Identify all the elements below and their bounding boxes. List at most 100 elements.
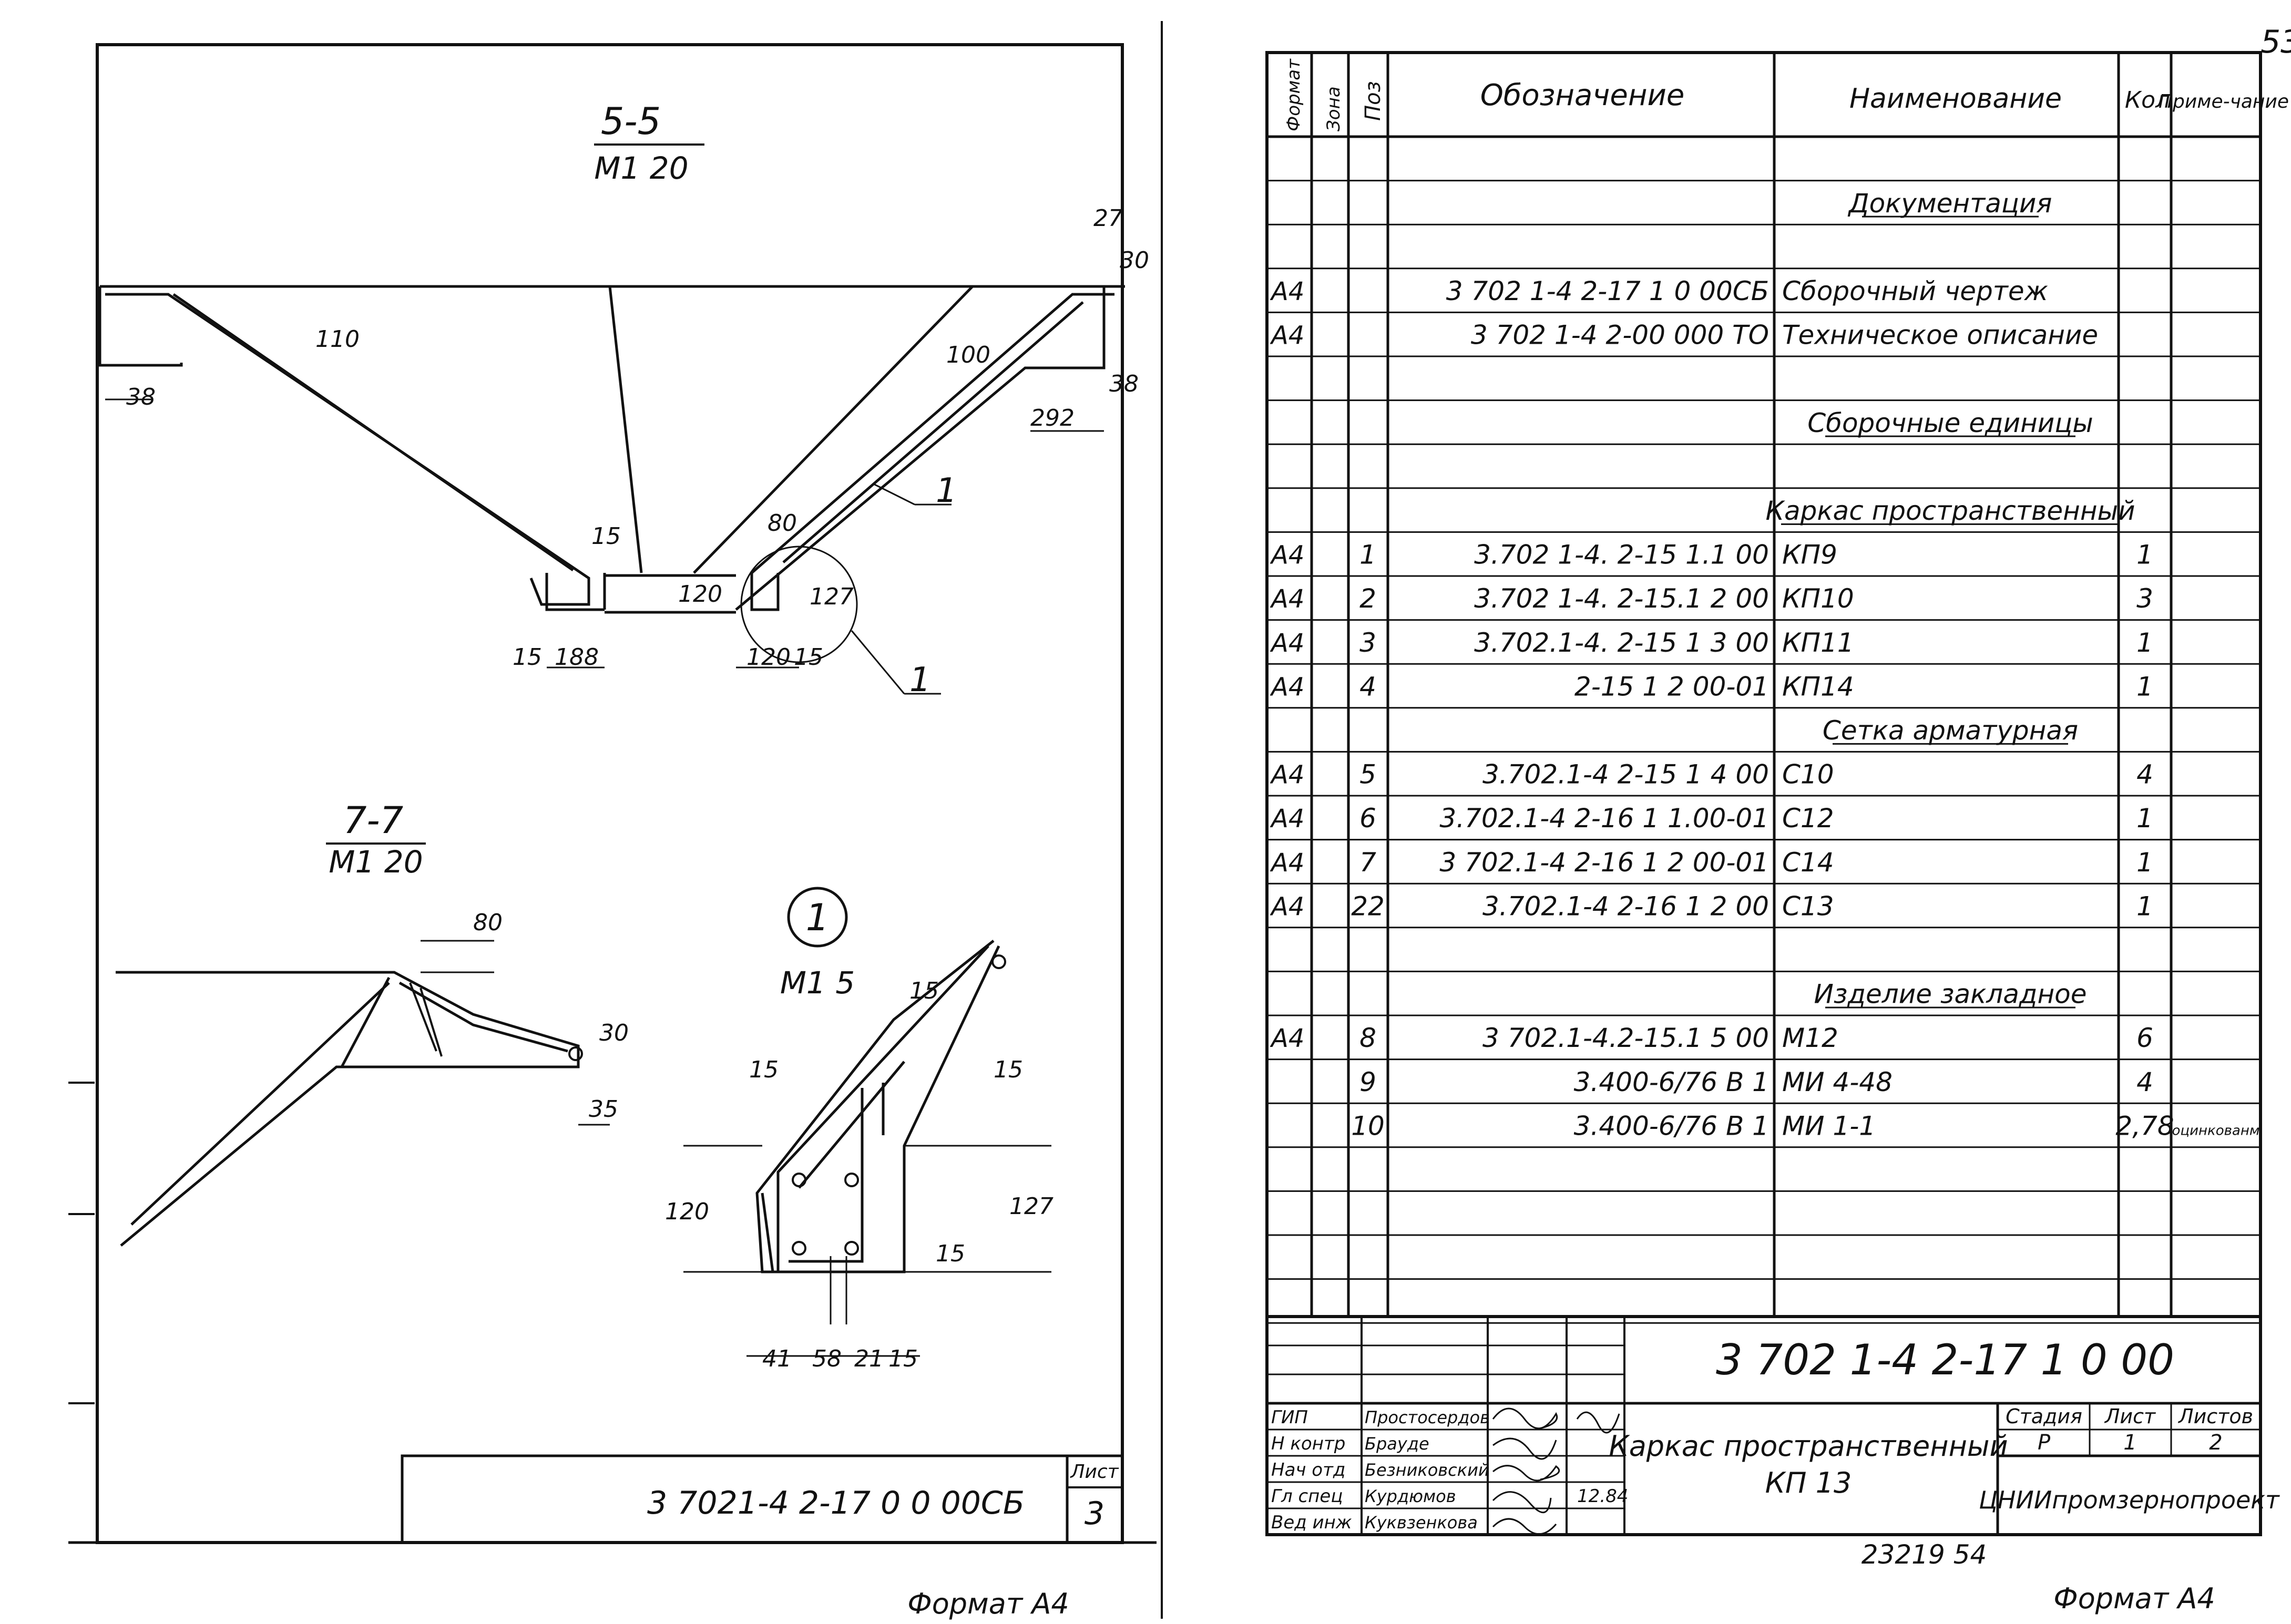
cell-name: Документация [1848,188,2052,219]
spec-header: Формат Зона Поз Обозначение Наименование… [1267,58,2289,138]
cell-qty: 2,78 [2115,1111,2174,1141]
cell-designation: 3.702.1-4. 2-15 1 3 00 [1474,628,1769,658]
stamp-stage: Р [2038,1431,2051,1455]
svg-text:127: 127 [1009,1193,1054,1220]
cell-pos: 3 [1359,628,1376,658]
svg-text:110: 110 [315,326,360,353]
svg-text:41: 41 [762,1345,792,1372]
svg-text:21: 21 [854,1345,884,1372]
cell-pos: 7 [1359,847,1376,878]
stamp-sheet: 1 [2123,1431,2136,1455]
header-format: Формат [1283,58,1304,131]
cell-pos: 6 [1359,803,1376,834]
svg-text:1: 1 [936,471,957,510]
stamp-role: Гл спец [1271,1486,1343,1507]
svg-text:120: 120 [678,581,722,608]
svg-text:80: 80 [768,510,797,537]
cell-pos: 9 [1359,1067,1376,1097]
cell-format: А4 [1270,584,1304,614]
node-1-geometry [683,940,1051,1357]
cell-designation: 2-15 1 2 00-01 [1574,671,1769,702]
svg-text:100: 100 [946,342,990,368]
title-block: 3 702 1-4 2-17 1 0 00 Каркас пространств… [1267,1315,2280,1535]
cell-format: А4 [1270,672,1304,702]
svg-text:127: 127 [810,583,854,610]
header-note: Приме-чание [2159,91,2289,112]
section-5-5-title: 5-5 [601,100,661,143]
section-7-7-geometry [116,940,610,1247]
stamp-doc-number: 3 702 1-4 2-17 1 0 00 [1716,1335,2174,1384]
section-7-7-scale: M1 20 [329,844,423,880]
svg-text:15: 15 [936,1240,965,1267]
cell-designation: 3.702.1-4 2-15 1 4 00 [1482,759,1769,790]
stamp-organization: ЦНИИпромзернопроект [1979,1486,2280,1514]
cell-qty: 6 [2136,1023,2153,1053]
stamp-title-line1: Каркас пространственный [1609,1430,2008,1463]
svg-text:15: 15 [749,1056,779,1083]
cell-designation: 3.702 1-4. 2-15.1 2 00 [1474,583,1769,614]
cell-qty: 1 [2136,847,2153,878]
stamp-sheet-label: Лист [2104,1405,2156,1428]
stamp-role: ГИП [1271,1407,1308,1428]
cell-name: КП11 [1782,628,1854,658]
svg-text:120: 120 [665,1198,709,1225]
cell-name: М12 [1782,1023,1838,1053]
svg-text:15: 15 [513,644,542,671]
svg-text:15: 15 [909,978,939,1004]
spec-column-lines [1310,53,2173,1317]
cell-name: КП10 [1782,583,1854,614]
left-title-strip: 3 7021-4 2-17 0 0 00СБ Лист 3 [401,1454,1124,1544]
svg-text:58: 58 [812,1345,842,1372]
svg-text:30: 30 [1120,247,1149,274]
cell-qty: 3 [2136,583,2153,614]
cell-note: оцинкованм [2172,1123,2260,1138]
cell-designation: 3 702 1-4 2-17 1 0 00СБ [1446,276,1769,306]
header-name: Наименование [1849,83,2062,115]
cell-name: Каркас пространственный [1765,496,2135,526]
cell-name: С14 [1782,847,1834,878]
cell-name: Сетка арматурная [1823,715,2078,746]
svg-text:1: 1 [909,661,931,700]
section-5-5-dimensions: 27 30 110 100 38 38 292 1 15 80 120 127 … [126,205,1149,700]
stamp-sheets: 2 [2209,1431,2222,1455]
svg-text:120: 120 [746,644,791,671]
header-designation: Обозначение [1480,78,1685,112]
cell-qty: 1 [2136,671,2153,702]
cell-pos: 2 [1359,583,1376,614]
cell-name: С13 [1782,891,1834,921]
left-sheet-number: 3 [1085,1495,1104,1532]
cell-name: КП14 [1782,671,1854,702]
cell-name: Сборочный чертеж [1782,276,2048,306]
cell-qty: 1 [2136,628,2153,658]
cell-name: Техническое описание [1782,320,2098,351]
node-1-dimensions: 15 15 15 120 127 15 41 58 21 15 [665,978,1054,1372]
svg-text:27: 27 [1093,205,1123,232]
cell-format: А4 [1270,321,1304,351]
corner-sheet-mark: 53 [2261,24,2291,60]
header-qty: Кол [2125,87,2170,114]
svg-text:38: 38 [126,384,156,410]
cell-pos: 22 [1351,891,1385,921]
cell-designation: 3.702.1-4 2-16 1 2 00 [1482,891,1769,921]
svg-text:38: 38 [1109,371,1139,397]
cell-name: С12 [1782,803,1834,834]
cell-designation: 3.400-6/76 В 1 [1574,1067,1769,1097]
section-7-7-dimensions: 80 30 35 [473,909,629,1123]
cell-name: МИ 4-48 [1782,1067,1893,1097]
cell-pos: 8 [1359,1023,1376,1053]
stamp-title-line2: КП 13 [1765,1466,1852,1499]
signature-scribbles [1492,1407,1620,1535]
stamp-sheets-label: Листов [2177,1405,2253,1428]
spec-frame [1265,51,2262,1536]
cell-qty: 4 [2136,1067,2153,1097]
node-1-number: 1 [806,896,830,939]
stamp-person: Брауде [1365,1434,1429,1454]
section-5-5-scale: M1 20 [594,150,688,186]
cell-qty: 4 [2136,759,2153,790]
svg-text:80: 80 [473,909,503,936]
header-zone: Зона [1323,86,1344,131]
cell-format: А4 [1270,848,1304,878]
stamp-role: Н контр [1271,1433,1345,1454]
